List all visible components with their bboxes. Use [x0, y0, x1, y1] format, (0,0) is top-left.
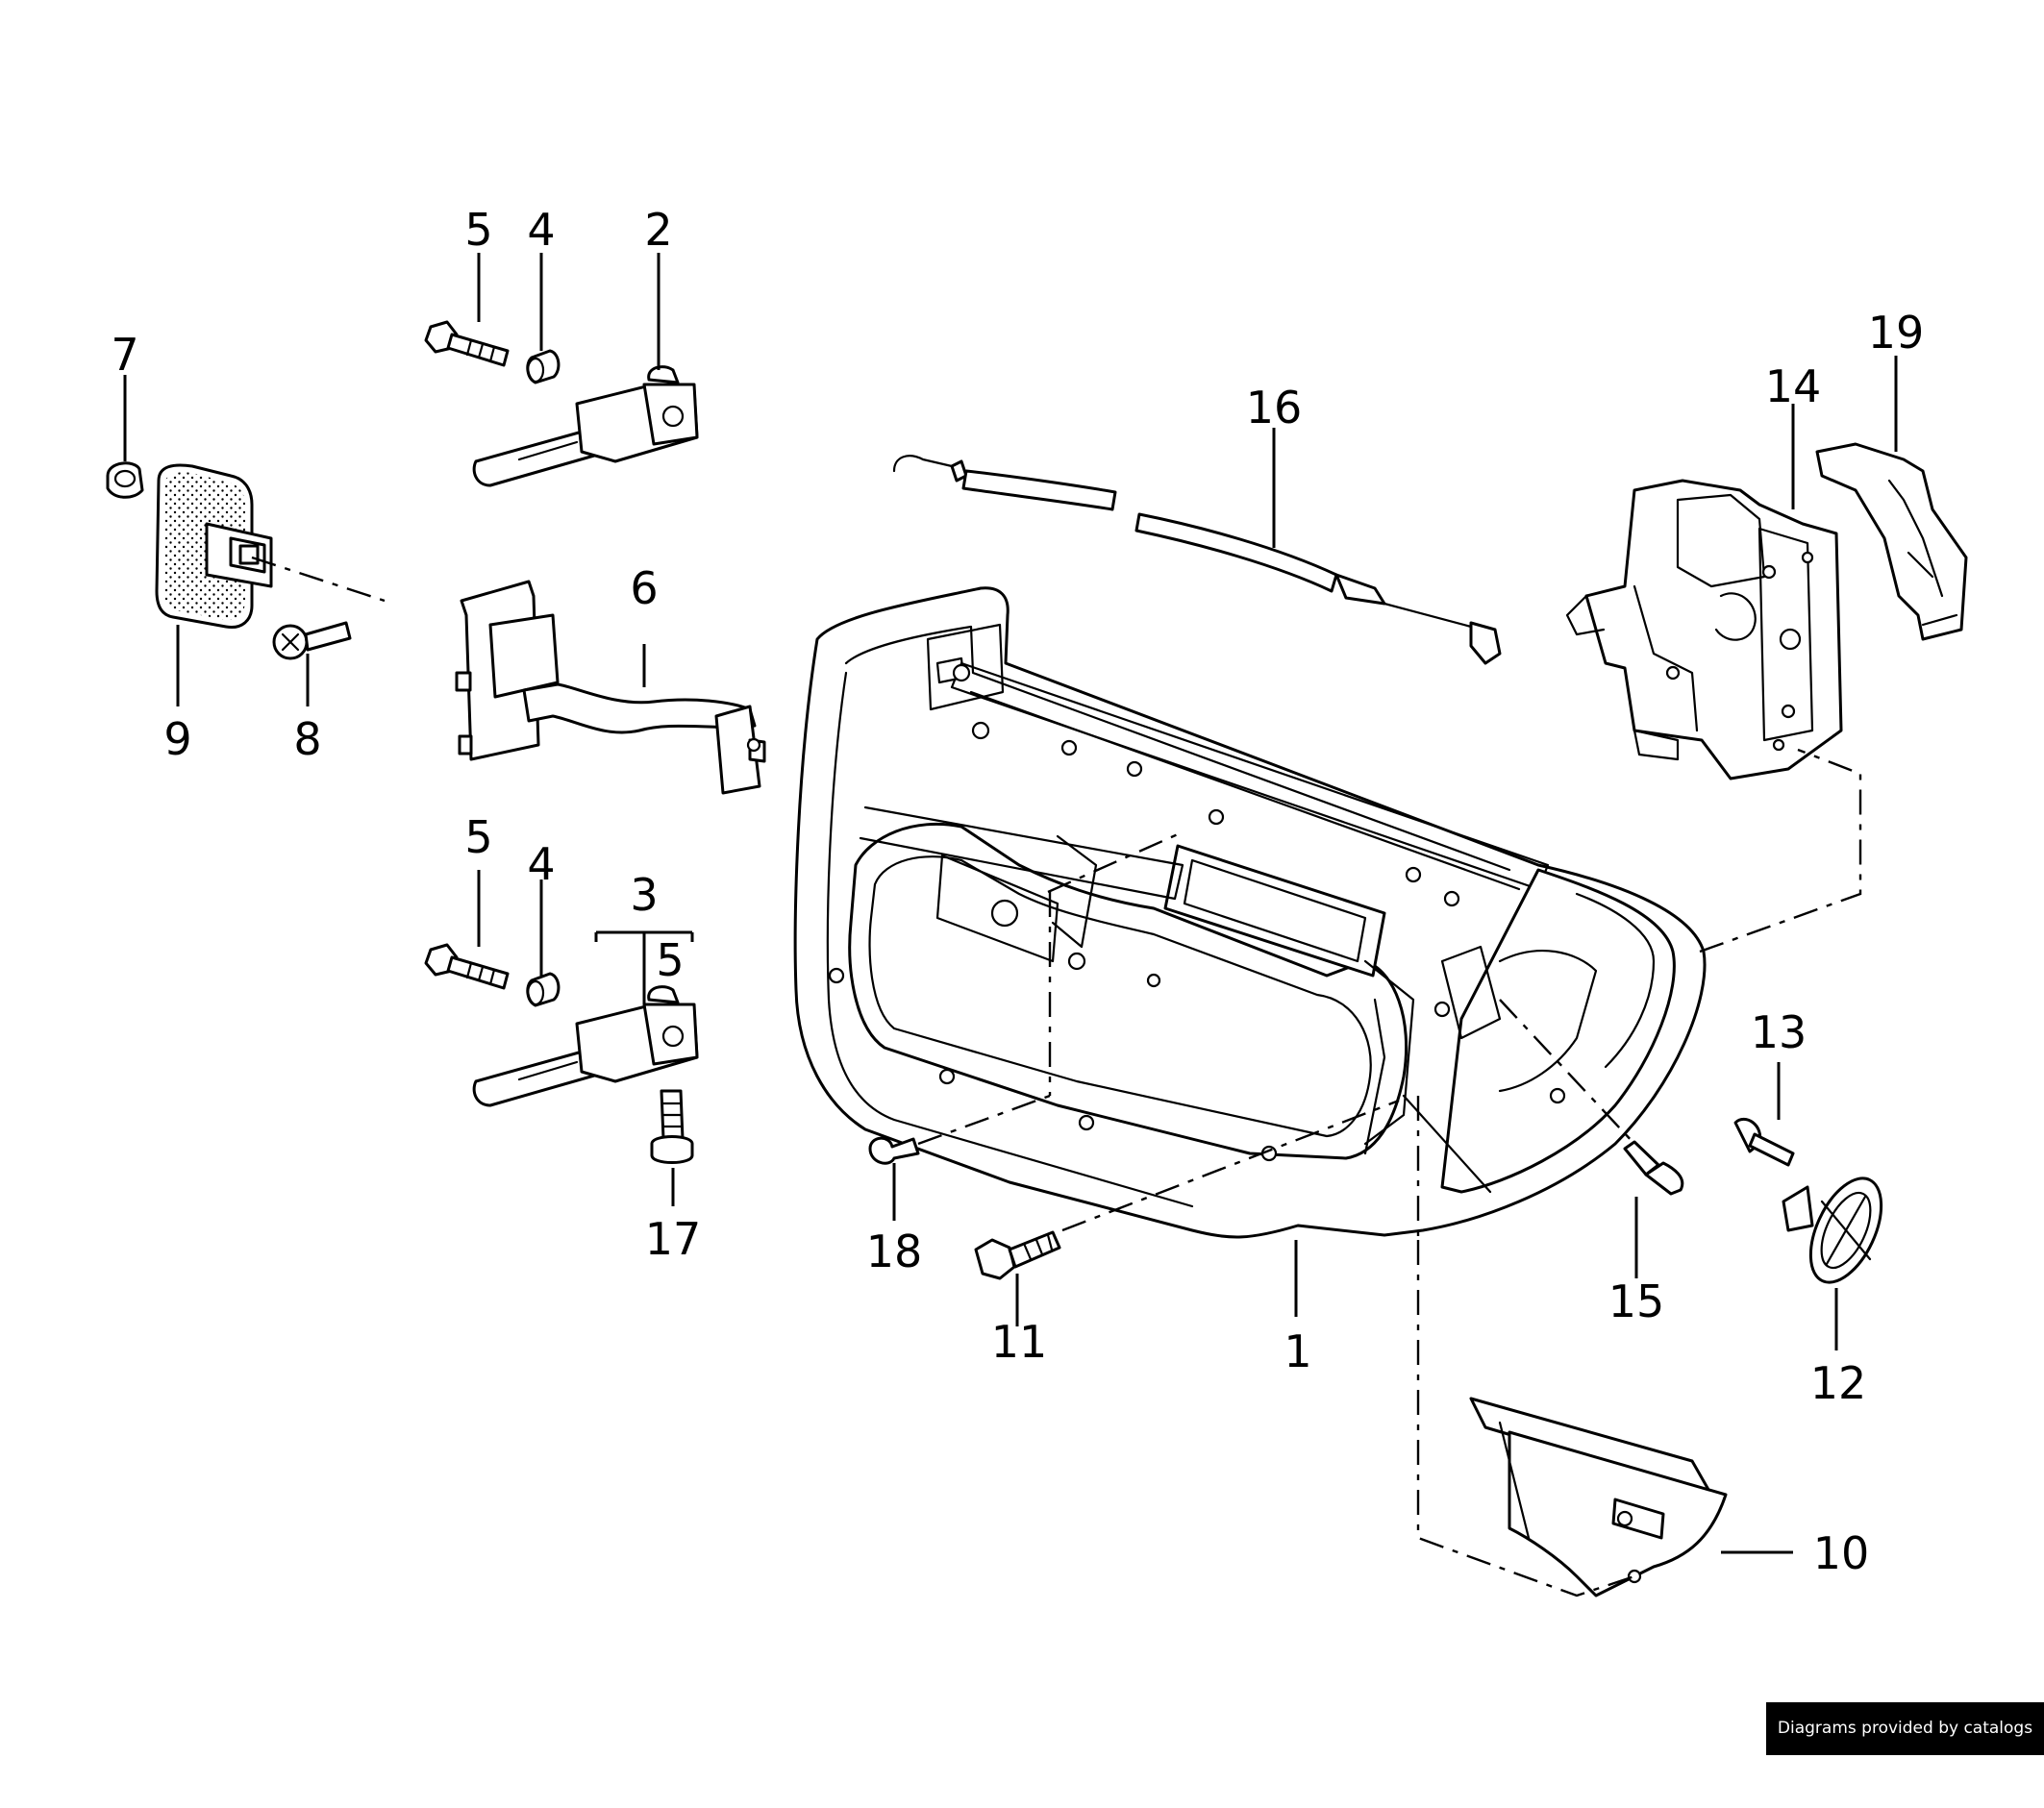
- callout-19: 19: [1868, 307, 1925, 359]
- callout-15: 15: [1608, 1276, 1665, 1327]
- part-4-sleeve-top: [526, 349, 561, 384]
- part-13-screw: [1733, 1117, 1795, 1167]
- callout-6: 6: [630, 562, 658, 614]
- part-1-door-shell: [793, 586, 1707, 1239]
- part-14-door-lock: [1565, 479, 1843, 780]
- callout-9: 9: [163, 713, 191, 765]
- callout-18: 18: [866, 1226, 923, 1277]
- part-17-hinge-bolt: [650, 1089, 694, 1164]
- exploded-parts-diagram: 5 4 2 7 9 8 6 5 4 3 5 17 18 11 1 16 14 1…: [106, 204, 1968, 1597]
- callout-4-top: 4: [527, 204, 555, 256]
- callout-2: 2: [644, 204, 672, 256]
- part-9-rubber-boot: [155, 463, 273, 630]
- callout-4-bottom: 4: [527, 838, 555, 890]
- callout-5-top: 5: [464, 204, 492, 256]
- part-7-nut: [106, 461, 144, 499]
- part-5-bolt-bottom: [424, 943, 510, 990]
- callout-12: 12: [1810, 1357, 1867, 1409]
- leader-lines: [123, 253, 1898, 1554]
- callout-11: 11: [991, 1316, 1048, 1368]
- callout-3: 3: [630, 869, 658, 921]
- callout-3-sub-5: 5: [656, 934, 684, 986]
- part-15-screw: [1623, 1140, 1684, 1196]
- callout-8: 8: [293, 713, 321, 765]
- part-6-door-check: [455, 580, 766, 795]
- callout-1: 1: [1284, 1325, 1311, 1377]
- callout-14: 14: [1765, 360, 1822, 412]
- callout-labels: 5 4 2 7 9 8 6 5 4 3 5 17 18 11 1 16 14 1…: [111, 204, 1924, 1579]
- part-10-trim-bracket: [1469, 1397, 1728, 1597]
- part-3-lower-hinge: [472, 985, 699, 1107]
- callout-7: 7: [111, 329, 138, 381]
- callout-17: 17: [645, 1213, 702, 1265]
- part-16-bowden-cable: [892, 455, 1502, 665]
- callout-10: 10: [1813, 1527, 1870, 1579]
- part-8-bolt: [272, 621, 352, 660]
- part-4-sleeve-bottom: [526, 972, 561, 1007]
- part-11-flange-bolt: [974, 1230, 1061, 1280]
- callout-5-bottom: 5: [464, 811, 492, 863]
- callout-16: 16: [1246, 382, 1303, 433]
- credit-badge: Diagrams provided by catalogs parts: [1766, 1702, 2044, 1791]
- part-19-lock-cover: [1815, 442, 1968, 641]
- part-18-clip: [868, 1136, 920, 1165]
- part-5-bolt-top: [424, 320, 510, 367]
- part-12-speaker-cover: [1782, 1176, 1883, 1284]
- part-2-upper-hinge: [472, 365, 699, 487]
- callout-13: 13: [1751, 1006, 1807, 1058]
- assembly-lines: [251, 556, 1862, 1597]
